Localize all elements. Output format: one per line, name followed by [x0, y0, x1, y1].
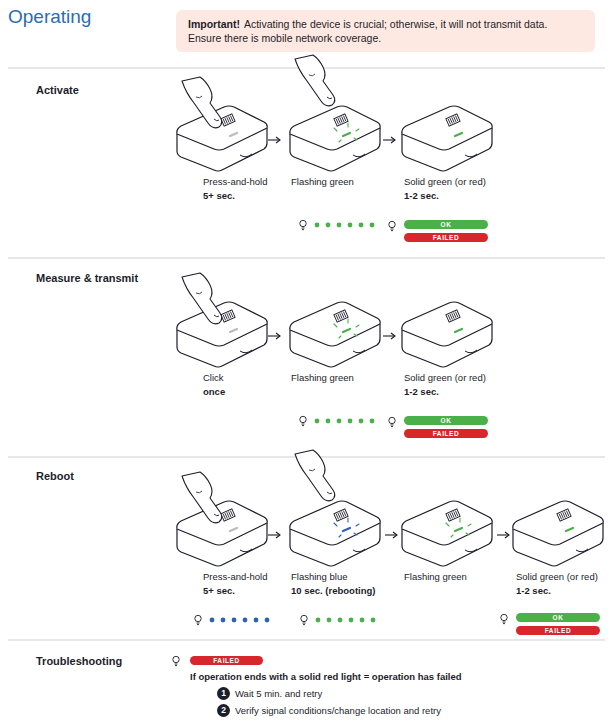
- node-text: 1: [221, 688, 226, 698]
- caption: Click: [203, 372, 224, 384]
- status-bar: OK: [404, 416, 488, 425]
- caption: Solid green (or red): [404, 372, 486, 384]
- notice-box: Important!Activating the device is cruci…: [176, 10, 595, 52]
- caption: Flashing blue: [291, 571, 348, 583]
- section-heading: Reboot: [36, 470, 74, 482]
- step-arrow: [497, 532, 509, 538]
- device: [177, 501, 267, 566]
- node-text: OK: [441, 417, 452, 424]
- step-arrow: [385, 532, 397, 538]
- caption-time: once: [203, 386, 225, 398]
- caption: Solid green (or red): [516, 571, 598, 583]
- status-bar: FAILED: [404, 233, 488, 242]
- device: [290, 106, 380, 171]
- status-bar: FAILED: [404, 429, 488, 438]
- bulb-icon: [501, 614, 507, 623]
- step-arrow: [383, 333, 395, 339]
- bulb-icon: [389, 221, 395, 230]
- node-text: FAILED: [433, 430, 460, 437]
- section-heading: Activate: [36, 84, 79, 96]
- hand: [182, 273, 222, 324]
- hand: [182, 77, 222, 128]
- status-bar: FAILED: [516, 626, 600, 635]
- caption-time: 5+ sec.: [203, 190, 235, 202]
- node-text: FAILED: [545, 627, 572, 634]
- device: [402, 302, 492, 367]
- led-dots: [300, 416, 375, 425]
- caption-time: 1-2 sec.: [404, 386, 439, 398]
- caption-time: 10 sec. (rebooting): [291, 585, 375, 597]
- device: [177, 106, 267, 171]
- separator: [8, 640, 605, 641]
- step-arrow: [268, 137, 280, 143]
- caption: Solid green (or red): [404, 176, 486, 188]
- hand: [182, 472, 222, 523]
- hand: [295, 55, 335, 106]
- section-heading: Measure & transmit: [36, 272, 138, 284]
- device: [177, 302, 267, 367]
- status-bar: OK: [404, 220, 488, 229]
- caption: Flashing green: [291, 372, 354, 384]
- led-dots: [300, 220, 375, 229]
- step-arrow: [268, 333, 280, 339]
- node-text: OK: [441, 221, 452, 228]
- node-text: OK: [553, 614, 564, 621]
- bulb-icon: [389, 417, 395, 426]
- node-text: FAILED: [433, 234, 460, 241]
- step-arrow: [383, 137, 395, 143]
- caption: Press-and-hold: [203, 176, 267, 188]
- notice-heading: Important!: [188, 18, 240, 30]
- status-bar: FAILED: [190, 656, 263, 665]
- device: [402, 106, 492, 171]
- callout-number: 2: [217, 704, 230, 717]
- step-text: Wait 5 min. and retry: [235, 688, 322, 700]
- callout-number: 1: [217, 687, 230, 700]
- device: [513, 501, 603, 566]
- caption: Flashing green: [404, 571, 467, 583]
- step-arrow: [268, 532, 280, 538]
- step-text: Verify signal conditions/change location…: [235, 705, 441, 717]
- device: [290, 302, 380, 367]
- hand: [295, 450, 335, 501]
- led-dots: [195, 615, 270, 624]
- separator: [8, 258, 605, 259]
- caption-time: 1-2 sec.: [516, 585, 551, 597]
- status-bar: OK: [516, 613, 600, 622]
- node-text: FAILED: [213, 657, 240, 664]
- caption: Flashing green: [291, 176, 354, 188]
- device: [290, 501, 380, 566]
- section-heading: Troubleshooting: [36, 655, 122, 667]
- caption: Press-and-hold: [203, 571, 267, 583]
- device: [402, 501, 492, 566]
- caption-time: 1-2 sec.: [404, 190, 439, 202]
- led-dots: [301, 615, 376, 624]
- node-text: 2: [221, 705, 226, 715]
- bulb-icon: [173, 656, 179, 665]
- note: If operation ends with a solid red light…: [190, 671, 462, 683]
- notice-text: Activating the device is crucial; otherw…: [188, 18, 547, 44]
- page-title: Operating: [8, 6, 91, 28]
- caption-time: 5+ sec.: [203, 585, 235, 597]
